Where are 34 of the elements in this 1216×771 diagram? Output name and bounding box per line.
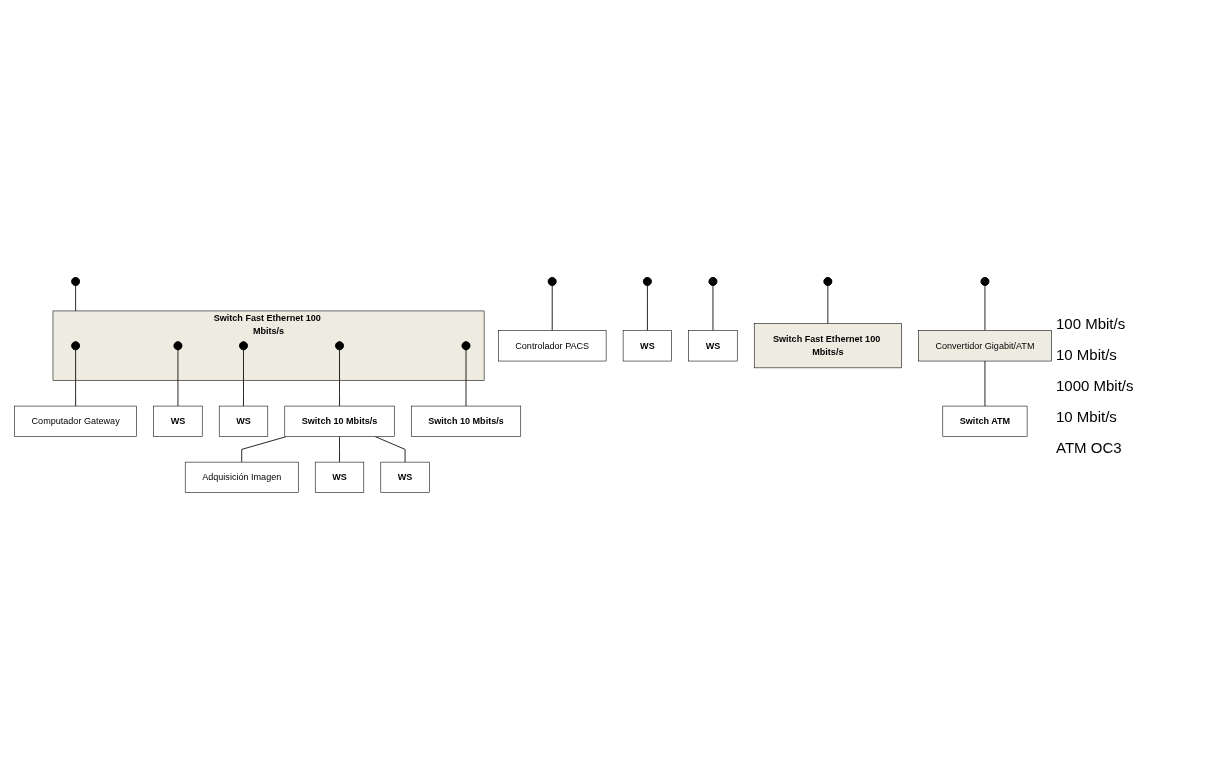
node-box [218,406,269,438]
connector [339,436,340,463]
connector [551,285,553,332]
connector [712,285,714,332]
connector [827,285,829,325]
node-box [498,330,607,362]
network-diagram: Switch Fast Ethernet 100 Mbits/s Controlador PACS WS WS Switch Fast Ethernet 100 Mbits/s Computador Gateway WS WS Switch 10 Mbits/s Switch 10 Mbits/s Convertidor Gigabit/ATM Switch ATM Adquisición Imagen WS WS [10,273,1056,498]
connector [75,349,77,407]
connector [243,349,244,407]
node-box [380,462,430,494]
link-speed-label: 10 Mbit/s [1056,346,1118,363]
connector [465,349,467,407]
node-box [753,323,902,369]
cluster [52,311,485,382]
connector [241,436,287,463]
link-speed-label: ATM OC3 [1056,439,1123,456]
node-box [622,330,672,362]
link-speed-label: 10 Mbit/s [1056,408,1118,425]
node-box [284,406,395,438]
node-box [688,330,738,362]
connector [339,349,340,407]
connector [75,285,77,312]
node-box [942,406,1028,438]
connector [984,285,986,332]
node-box [314,462,365,494]
link-speed-label: 1000 Mbit/s [1056,377,1135,394]
node-box [918,330,1052,362]
connector [177,349,179,407]
node-box [14,406,137,438]
connector [646,285,648,332]
link-speed-label: 100 Mbit/s [1056,315,1127,332]
node-box [184,462,299,494]
node-box [410,406,522,438]
node-box [153,406,203,438]
